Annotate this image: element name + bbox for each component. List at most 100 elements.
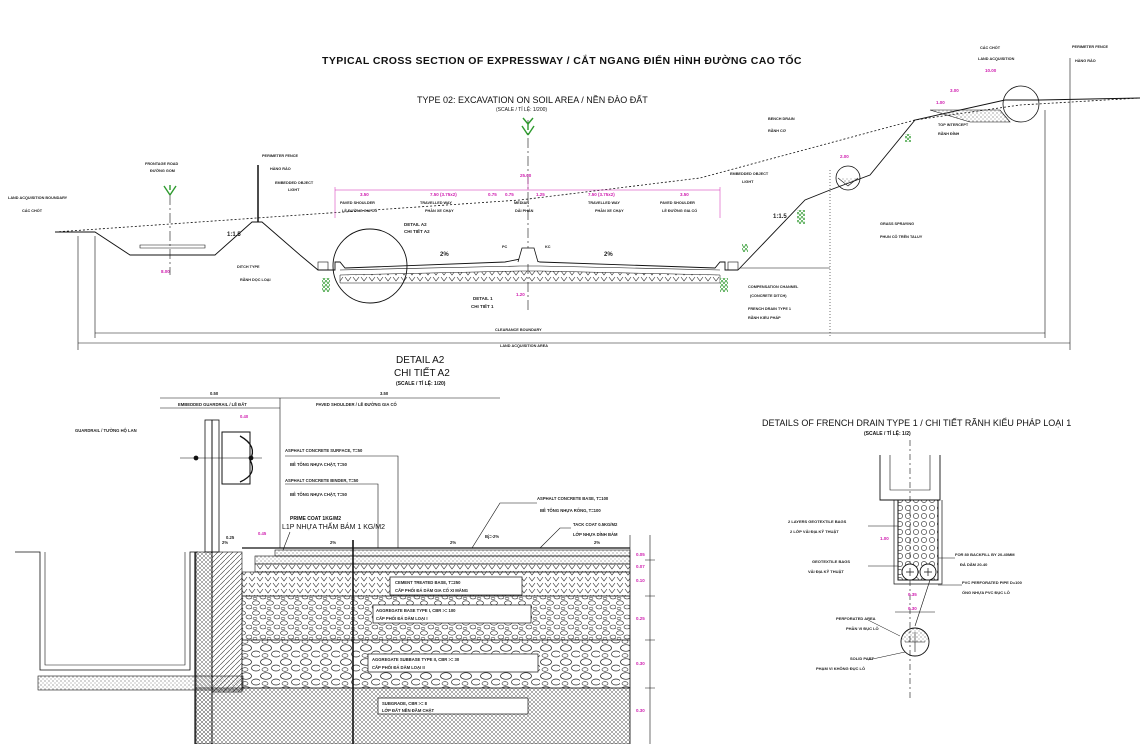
svg-text:BÊ TÔNG NHỰA CHẶT, T=50: BÊ TÔNG NHỰA CHẶT, T=50 (290, 462, 348, 467)
crossfall-left-label: 2% (440, 252, 449, 258)
french-drain-annotations: 2 LAYERS GEOTEXTILE BAGS 2 LỚP VẢI ĐỊA K… (788, 519, 1023, 671)
svg-text:PAVED SHOULDER: PAVED SHOULDER (340, 201, 375, 205)
svg-text:1.25: 1.25 (536, 192, 545, 197)
svg-text:1.00: 1.00 (936, 100, 945, 105)
svg-text:25.00: 25.00 (520, 173, 532, 178)
svg-text:0.05: 0.05 (636, 552, 645, 557)
svg-text:TRAVELLED WAY: TRAVELLED WAY (420, 201, 452, 205)
svg-text:LỀ ĐƯỜNG GIA CỐ: LỀ ĐƯỜNG GIA CỐ (342, 208, 377, 213)
svg-text:MEDIAN: MEDIAN (514, 201, 529, 205)
svg-text:TOP INTERCEPT: TOP INTERCEPT (938, 123, 969, 127)
svg-text:2.00: 2.00 (840, 154, 849, 159)
svg-text:0.75: 0.75 (488, 192, 497, 197)
svg-text:BENCH DRAIN: BENCH DRAIN (768, 117, 795, 121)
svg-text:LỚP NHỰA DÍNH BÁM: LỚP NHỰA DÍNH BÁM (573, 532, 618, 537)
svg-text:3.50: 3.50 (360, 192, 369, 197)
svg-text:0.45: 0.45 (258, 531, 267, 536)
svg-text:3.50: 3.50 (380, 391, 389, 396)
svg-text:AGGREGATE SUBBASE TYPE II, CBR: AGGREGATE SUBBASE TYPE II, CBR >= 30 (372, 657, 460, 662)
svg-text:PVC PERFORATED PIPE D=100: PVC PERFORATED PIPE D=100 (962, 580, 1023, 585)
svg-text:EMBEDDED GUARDRAIL / LỀ ĐẤT: EMBEDDED GUARDRAIL / LỀ ĐẤT (178, 402, 247, 407)
svg-text:7.50 (3.75x2): 7.50 (3.75x2) (588, 192, 615, 197)
svg-text:SOLID PART: SOLID PART (850, 656, 874, 661)
svg-text:KC: KC (545, 245, 551, 249)
svg-text:CẤP PHỐI ĐÁ DĂM GIA CỐ XI MĂNG: CẤP PHỐI ĐÁ DĂM GIA CỐ XI MĂNG (395, 588, 468, 593)
svg-text:PAVED SHOULDER / LỀ ĐƯỜNG GIA: PAVED SHOULDER / LỀ ĐƯỜNG GIA CỐ (316, 402, 397, 407)
svg-text:GRASS SPRAYING: GRASS SPRAYING (880, 222, 914, 226)
svg-text:1.20: 1.20 (516, 292, 525, 297)
svg-text:ĐÁ DĂM 20-40: ĐÁ DĂM 20-40 (960, 562, 988, 567)
svg-text:VẢI ĐỊA KỸ THUẬT: VẢI ĐỊA KỸ THUẬT (808, 569, 844, 574)
svg-text:ĐƯỜNG GOM: ĐƯỜNG GOM (150, 168, 175, 173)
svg-text:0.30: 0.30 (636, 661, 645, 666)
french-drain (867, 440, 962, 700)
svg-text:HÀNG RÀO: HÀNG RÀO (1075, 58, 1096, 63)
svg-text:GEOTEXTILE BAGS: GEOTEXTILE BAGS (812, 559, 850, 564)
svg-text:10.00: 10.00 (985, 68, 997, 73)
svg-text:PHUN CỎ TRÊN TALUY: PHUN CỎ TRÊN TALUY (880, 234, 923, 239)
svg-text:BÊ TÔNG NHỰA RỖNG, T=100: BÊ TÔNG NHỰA RỖNG, T=100 (540, 508, 601, 513)
svg-text:CÁC CHỐT: CÁC CHỐT (22, 208, 43, 213)
detail-a2-layer-thickness: 0.05 0.07 0.10 0.25 0.30 0.30 (636, 552, 645, 713)
cross-section (54, 85, 1141, 310)
svg-text:PERIMETER FENCE: PERIMETER FENCE (262, 154, 299, 158)
svg-text:PAVED SHOULDER: PAVED SHOULDER (660, 201, 695, 205)
svg-text:0.07: 0.07 (636, 564, 645, 569)
svg-text:LỚP ĐẤT NỀN ĐẦM CHẶT: LỚP ĐẤT NỀN ĐẦM CHẶT (382, 708, 435, 713)
svg-text:COMPENSATION CHANNEL: COMPENSATION CHANNEL (748, 285, 799, 289)
prime-coat-label: PRIME COAT 1KG/M2 (290, 516, 342, 522)
svg-text:0.40: 0.40 (240, 414, 249, 419)
svg-text:PERIMETER FENCE: PERIMETER FENCE (1072, 45, 1109, 49)
svg-text:2 LỚP VẢI ĐỊA KỸ THUẬT: 2 LỚP VẢI ĐỊA KỸ THUẬT (790, 529, 839, 534)
svg-text:CÁC CHỐT: CÁC CHỐT (980, 45, 1001, 50)
svg-text:LAND ACQUISITION: LAND ACQUISITION (978, 57, 1015, 61)
svg-text:EMBEDDED OBJECT: EMBEDDED OBJECT (730, 172, 769, 176)
svg-text:CEMENT TREATED BASE, T=250: CEMENT TREATED BASE, T=250 (395, 580, 461, 585)
svg-text:(CONCRETE DITCH): (CONCRETE DITCH) (750, 294, 787, 298)
svg-text:CẤP PHỐI ĐÁ DĂM LOẠI I: CẤP PHỐI ĐÁ DĂM LOẠI I (376, 616, 428, 621)
svg-text:0.25: 0.25 (636, 616, 645, 621)
svg-text:TACK COAT 0.5KG/M2: TACK COAT 0.5KG/M2 (573, 522, 618, 527)
svg-text:7.50 (3.75x2): 7.50 (3.75x2) (430, 192, 457, 197)
slope-left-label: 1:1.5 (227, 232, 241, 238)
svg-text:PHẦN XE CHẠY: PHẦN XE CHẠY (425, 209, 454, 213)
svg-text:Bj=-2%: Bj=-2% (485, 534, 499, 539)
svg-text:DẢI PHÂN: DẢI PHÂN (515, 208, 534, 213)
svg-text:BÊ TÔNG NHỰA CHẶT, T=50: BÊ TÔNG NHỰA CHẶT, T=50 (290, 492, 348, 497)
cross-section-annotations: LAND ACQUISITION BOUNDARY CÁC CHỐT FRONT… (8, 45, 1109, 348)
svg-text:ASPHALT CONCRETE BINDER, T=50: ASPHALT CONCRETE BINDER, T=50 (285, 478, 359, 483)
svg-text:ASPHALT CONCRETE SURFACE, T=50: ASPHALT CONCRETE SURFACE, T=50 (285, 448, 363, 453)
french-drain-scale: (SCALE / TỈ LỆ: 1/2) (864, 431, 911, 437)
detail-a2 (15, 397, 655, 744)
svg-text:0.30: 0.30 (636, 708, 645, 713)
svg-text:FOR 80 BACKFILL BY 20-40MM: FOR 80 BACKFILL BY 20-40MM (955, 552, 1015, 557)
svg-text:TRAVELLED WAY: TRAVELLED WAY (588, 201, 620, 205)
svg-text:PHẦN XE CHẠY: PHẦN XE CHẠY (595, 209, 624, 213)
tree-symbols (163, 117, 535, 196)
svg-text:PHẦN VI ĐỤC LỖ: PHẦN VI ĐỤC LỖ (846, 626, 879, 631)
svg-text:DITCH TYPE: DITCH TYPE (237, 265, 260, 269)
slope-right-label: 1:1.5 (773, 214, 787, 220)
overall-dimension-lines (77, 58, 1071, 350)
detail-1-ref-vn: CHI TIẾT 1 (471, 304, 494, 309)
french-drain-title: DETAILS OF FRENCH DRAIN TYPE 1 / CHI TIẾ… (762, 418, 1072, 428)
detail-a2-scale: (SCALE / TỈ LỆ: 1/20) (396, 381, 446, 387)
prime-coat-label-vn: L1P NHỰA THẤM BÁM 1 KG/M2 (282, 524, 385, 531)
svg-text:RÃNH CƠ: RÃNH CƠ (768, 128, 787, 133)
type-title: TYPE 02: EXCAVATION ON SOIL AREA / NỀN Đ… (417, 95, 648, 105)
svg-text:3.50: 3.50 (680, 192, 689, 197)
detail-a2-annotations: 0.50 3.50 EMBEDDED GUARDRAIL / LỀ ĐẤT PA… (75, 391, 618, 713)
type-scale: (SCALE / TỈ LỆ: 1/200) (496, 107, 548, 113)
cross-section-dimensions: 25.00 3.50 7.50 (3.75x2) 0.75 0.75 1.25 … (161, 68, 997, 297)
detail-1-ref: DETAIL 1 (473, 296, 493, 301)
svg-text:0.30: 0.30 (908, 606, 917, 611)
svg-text:RÃNH DỌC LOẠI: RÃNH DỌC LOẠI (240, 277, 271, 282)
svg-text:CLEARANCE BOUNDARY: CLEARANCE BOUNDARY (495, 328, 542, 332)
grass-patches (322, 134, 911, 292)
svg-text:3.00: 3.00 (950, 88, 959, 93)
main-title: TYPICAL CROSS SECTION OF EXPRESSWAY / CẮ… (322, 55, 802, 67)
svg-text:LIGHT: LIGHT (288, 188, 300, 192)
svg-text:0.10: 0.10 (636, 578, 645, 583)
svg-text:ASPHALT CONCRETE BASE, T=100: ASPHALT CONCRETE BASE, T=100 (537, 496, 609, 501)
